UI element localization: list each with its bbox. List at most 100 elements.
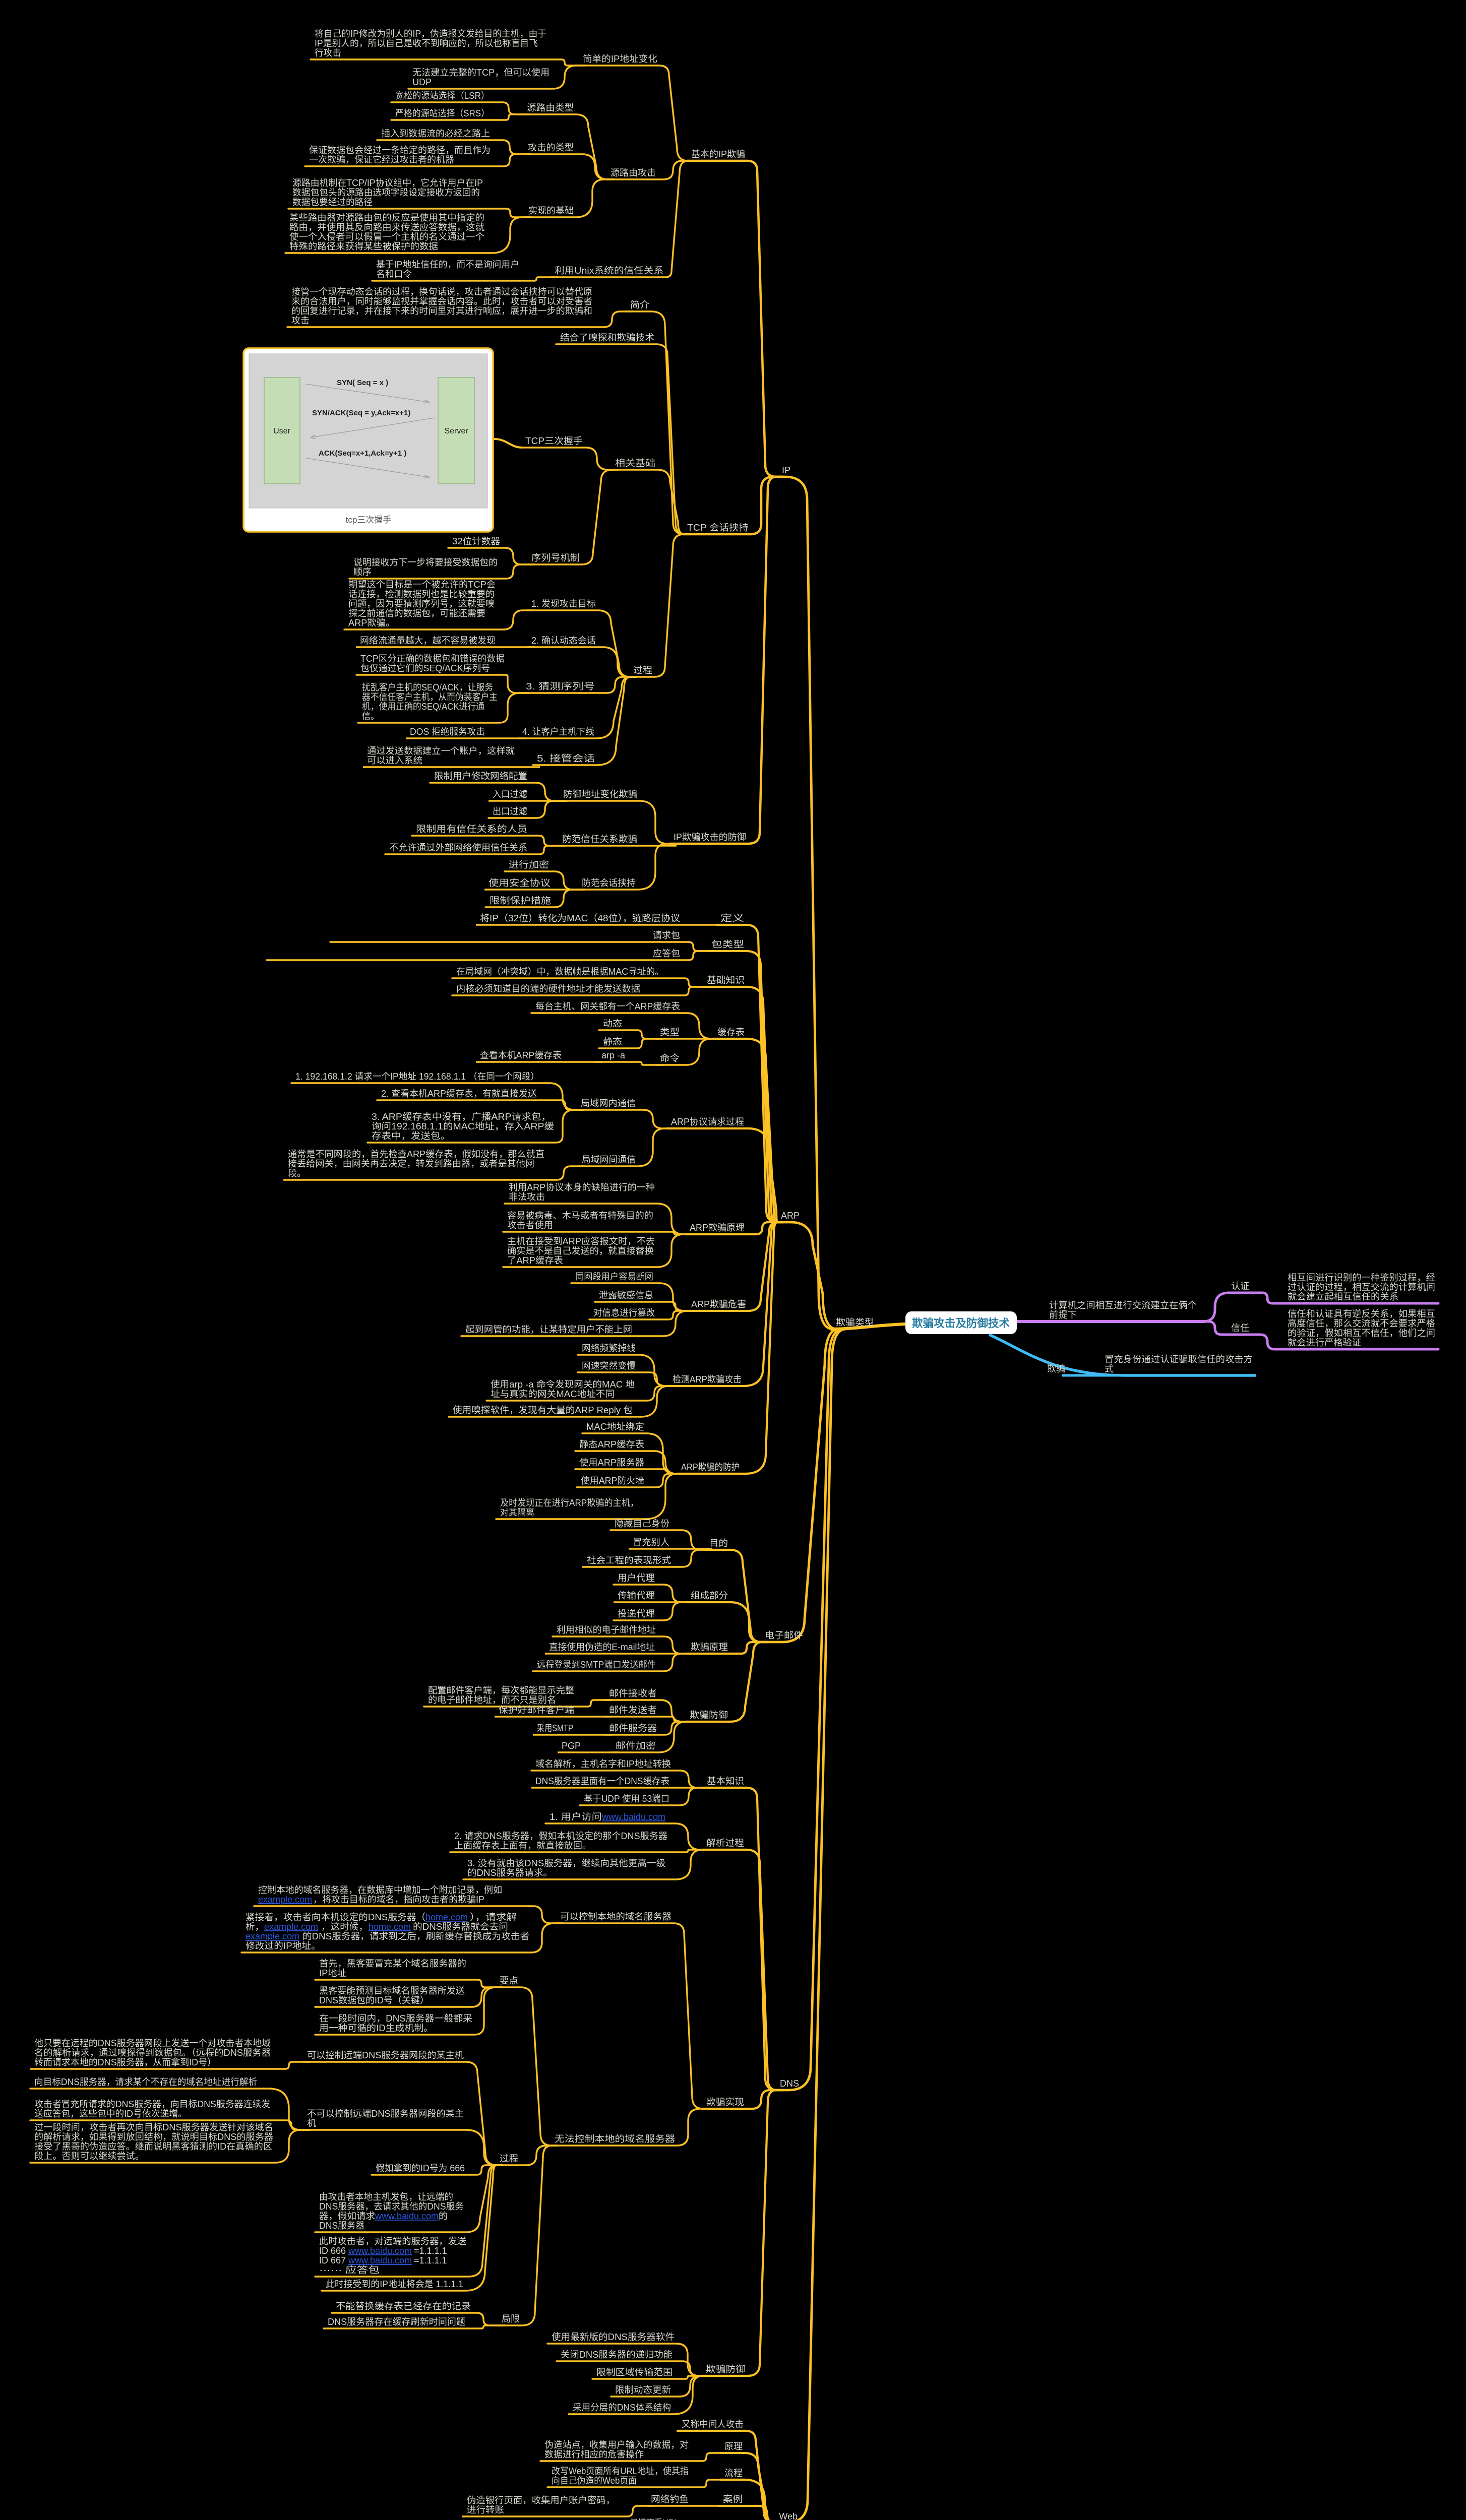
- svg-text:防范信任关系欺骗: 防范信任关系欺骗: [562, 834, 637, 844]
- svg-text:由攻击者本地主机发包，让远端的: 由攻击者本地主机发包，让远端的: [319, 2192, 453, 2202]
- svg-text:邮件加密: 邮件加密: [616, 1741, 656, 1751]
- svg-text:式: 式: [1105, 1364, 1114, 1374]
- svg-text:ID 666: ID 666: [319, 2246, 346, 2256]
- svg-text:直接使用伪造的E-mail地址: 直接使用伪造的E-mail地址: [549, 1642, 655, 1652]
- svg-text:期望这个目标是一个被允许的TCP会: 期望这个目标是一个被允许的TCP会: [348, 580, 496, 590]
- svg-text:接受了黑哥的伪造应答。继而说明黑客猜测的ID在真确的区: 接受了黑哥的伪造应答。继而说明黑客猜测的ID在真确的区: [34, 2141, 272, 2152]
- svg-text:无法建立完整的TCP，但可以使用: 无法建立完整的TCP，但可以使用: [412, 68, 549, 78]
- svg-text:防范会话挟持: 防范会话挟持: [582, 878, 636, 888]
- svg-text:析，: 析，: [246, 1922, 264, 1932]
- svg-text:将IP（32位）转化为MAC（48位），链路层协议: 将IP（32位）转化为MAC（48位），链路层协议: [480, 913, 680, 923]
- svg-text:包仅通过它们的SEQ/ACK序列号: 包仅通过它们的SEQ/ACK序列号: [360, 663, 490, 673]
- svg-text:MAC地址绑定: MAC地址绑定: [586, 1422, 644, 1432]
- svg-text:转而请求本地的DNS服务器，从而拿到ID号）: 转而请求本地的DNS服务器，从而拿到ID号）: [34, 2057, 216, 2067]
- svg-text:ACK(Seq=x+1,Ack=y+1 ): ACK(Seq=x+1,Ack=y+1 ): [319, 449, 406, 458]
- svg-text:www.baidu.com: www.baidu.com: [348, 2255, 412, 2265]
- svg-text:example.com: example.com: [264, 1922, 318, 1932]
- svg-text:home.com: home.com: [425, 1912, 468, 1922]
- svg-text:名和口令: 名和口令: [376, 269, 412, 279]
- svg-text:example.com: example.com: [246, 1931, 299, 1941]
- svg-text:上面缓存表上面有，就直接放回。: 上面缓存表上面有，就直接放回。: [454, 1841, 591, 1851]
- svg-text:UDP: UDP: [412, 77, 432, 87]
- svg-text:攻击: 攻击: [291, 316, 310, 326]
- svg-text:案例: 案例: [723, 2494, 743, 2504]
- svg-text:特殊的路径来获得某些被保护的数据: 特殊的路径来获得某些被保护的数据: [289, 241, 438, 251]
- svg-text:目的: 目的: [709, 1538, 728, 1548]
- svg-text:ARP欺骗的防护: ARP欺骗的防护: [681, 1462, 740, 1472]
- svg-text:可以控制远端DNS服务器网段的某主机: 可以控制远端DNS服务器网段的某主机: [307, 2050, 464, 2060]
- svg-text:入口过滤: 入口过滤: [493, 789, 527, 799]
- svg-text:过认证的过程，相互交流的计算机间: 过认证的过程，相互交流的计算机间: [1288, 1282, 1435, 1292]
- svg-text:电子邮件: 电子邮件: [765, 1630, 803, 1641]
- svg-text:局域网间通信: 局域网间通信: [582, 1155, 636, 1165]
- svg-text:2. 请求DNS服务器，假如本机设定的那个DNS服务器: 2. 请求DNS服务器，假如本机设定的那个DNS服务器: [454, 1831, 667, 1841]
- svg-text:限制保护措施: 限制保护措施: [490, 896, 551, 906]
- svg-text:每台主机、网关都有一个ARP缓存表: 每台主机、网关都有一个ARP缓存表: [535, 1001, 680, 1012]
- svg-text:静态ARP缓存表: 静态ARP缓存表: [579, 1439, 644, 1450]
- svg-text:SYN/ACK(Seq = y,Ack=x+1): SYN/ACK(Seq = y,Ack=x+1): [312, 409, 410, 417]
- svg-text:信任和认证具有逆反关系，如果相互: 信任和认证具有逆反关系，如果相互: [1288, 1309, 1435, 1319]
- svg-text:数据包包头的源路由选项字段设定接收方返回的: 数据包包头的源路由选项字段设定接收方返回的: [292, 187, 480, 198]
- svg-text:数据进行相应的危害操作: 数据进行相应的危害操作: [544, 2449, 644, 2460]
- svg-text:流程: 流程: [724, 2468, 743, 2478]
- svg-text:DNS服务器: DNS服务器: [319, 2221, 364, 2231]
- svg-text:对信息进行篡改: 对信息进行篡改: [593, 1307, 655, 1318]
- svg-text:），请求解: ），请求解: [470, 1912, 517, 1922]
- svg-text:ARP协议请求过程: ARP协议请求过程: [671, 1117, 744, 1127]
- svg-text:限制用有信任关系的人员: 限制用有信任关系的人员: [416, 824, 527, 834]
- svg-text:限制区域传输范围: 限制区域传输范围: [596, 2367, 673, 2377]
- svg-text:邮件接收者: 邮件接收者: [609, 1688, 657, 1698]
- svg-text:原理: 原理: [724, 2441, 743, 2451]
- svg-text:过一段时间，攻击者再次向目标DNS服务器发送针对该域名: 过一段时间，攻击者再次向目标DNS服务器发送针对该域名: [34, 2122, 273, 2132]
- svg-text:送应答包，这些包中的ID号依次递增。: 送应答包，这些包中的ID号依次递增。: [34, 2109, 187, 2119]
- svg-text:32位计数器: 32位计数器: [452, 536, 500, 546]
- svg-text:通过发送数据建立一个账户，这样就: 通过发送数据建立一个账户，这样就: [367, 746, 515, 756]
- svg-text:限制动态更新: 限制动态更新: [615, 2385, 671, 2395]
- svg-text:泄露敏感信息: 泄露敏感信息: [599, 1290, 653, 1300]
- svg-text:来的合法用户，同时能够监视并掌握会话内容。此时，攻击者可以对: 来的合法用户，同时能够监视并掌握会话内容。此时，攻击者可以对受害者: [291, 296, 592, 306]
- svg-text:机，使用正确的SEQ/ACK进行通: 机，使用正确的SEQ/ACK进行通: [362, 702, 484, 712]
- svg-text:ARP欺骗危害: ARP欺骗危害: [691, 1299, 746, 1309]
- svg-text:欺骗原理: 欺骗原理: [691, 1642, 728, 1652]
- svg-text:静态: 静态: [603, 1037, 622, 1047]
- svg-text:扰乱客户主机的SEQ/ACK，让服务: 扰乱客户主机的SEQ/ACK，让服务: [362, 682, 493, 692]
- svg-text:投递代理: 投递代理: [618, 1609, 655, 1619]
- svg-text:信。: 信。: [362, 711, 379, 721]
- svg-text:段。: 段。: [288, 1168, 306, 1178]
- svg-text:包类型: 包类型: [711, 939, 744, 950]
- svg-text:······ 应答包: ······ 应答包: [319, 2265, 380, 2275]
- svg-text:=1.1.1.1: =1.1.1.1: [414, 2255, 447, 2265]
- svg-text:插入到数据流的必经之路上: 插入到数据流的必经之路上: [381, 129, 490, 139]
- svg-text:假如拿到的ID号为 666: 假如拿到的ID号为 666: [376, 2163, 465, 2173]
- svg-text:配置邮件客户端，每次都能显示完整: 配置邮件客户端，每次都能显示完整: [428, 1685, 574, 1695]
- svg-text:信任: 信任: [1231, 1323, 1249, 1333]
- svg-text:网络流通量越大，越不容易被发现: 网络流通量越大，越不容易被发现: [360, 636, 496, 646]
- svg-text:PGP: PGP: [562, 1741, 581, 1751]
- svg-text:Web: Web: [779, 2511, 798, 2520]
- svg-text:SYN( Seq = x ): SYN( Seq = x ): [337, 379, 388, 387]
- svg-text:某些路由器对源路由包的反应是使用其中指定的: 某些路由器对源路由包的反应是使用其中指定的: [289, 213, 484, 223]
- svg-text:邮件服务器: 邮件服务器: [609, 1723, 657, 1733]
- svg-text:紧接着，攻击者向本机设定的DNS服务器（: 紧接着，攻击者向本机设定的DNS服务器（: [246, 1912, 425, 1922]
- svg-text:www.baidu.com: www.baidu.com: [375, 2211, 439, 2221]
- svg-text:组成部分: 组成部分: [691, 1591, 728, 1601]
- svg-text:基于UDP 使用 53端口: 基于UDP 使用 53端口: [584, 1794, 669, 1804]
- svg-text:又称中间人攻击: 又称中间人攻击: [682, 2419, 744, 2429]
- svg-text:使用安全协议: 使用安全协议: [488, 878, 551, 888]
- svg-text:请求包: 请求包: [653, 930, 680, 940]
- svg-text:就会建立起相互信任的关系: 就会建立起相互信任的关系: [1288, 1292, 1398, 1302]
- svg-text:TCP三次握手: TCP三次握手: [525, 436, 583, 446]
- svg-text:检测ARP欺骗攻击: 检测ARP欺骗攻击: [673, 1374, 742, 1384]
- svg-text:冒充身份通过认证骗取信任的攻击方: 冒充身份通过认证骗取信任的攻击方: [1105, 1354, 1253, 1364]
- svg-text:查看本机ARP缓存表: 查看本机ARP缓存表: [480, 1050, 562, 1060]
- svg-text:前提下: 前提下: [1049, 1310, 1077, 1320]
- svg-text:不可以控制远端DNS服务器网段的某主: 不可以控制远端DNS服务器网段的某主: [307, 2109, 464, 2119]
- svg-text:将自己的IP修改为别人的IP，伪造报文发给目的主机，由于: 将自己的IP修改为别人的IP，伪造报文发给目的主机，由于: [315, 29, 546, 39]
- svg-text:数据包要经过的路径: 数据包要经过的路径: [292, 197, 373, 207]
- svg-text:此时攻击者，对远端的服务器，发送: 此时攻击者，对远端的服务器，发送: [319, 2236, 466, 2246]
- svg-text:的解析请求，如果得到放回结构，就说明目标DNS的服务器: 的解析请求，如果得到放回结构，就说明目标DNS的服务器: [34, 2132, 273, 2142]
- svg-text:探之前通信的数据包，可能还需要: 探之前通信的数据包，可能还需要: [348, 608, 485, 618]
- svg-text:冒充别人: 冒充别人: [633, 1537, 669, 1547]
- svg-text:此时接受到的IP地址将会是 1.1.1.1: 此时接受到的IP地址将会是 1.1.1.1: [326, 2279, 463, 2289]
- svg-text:习惯查看URL: 习惯查看URL: [630, 2518, 679, 2520]
